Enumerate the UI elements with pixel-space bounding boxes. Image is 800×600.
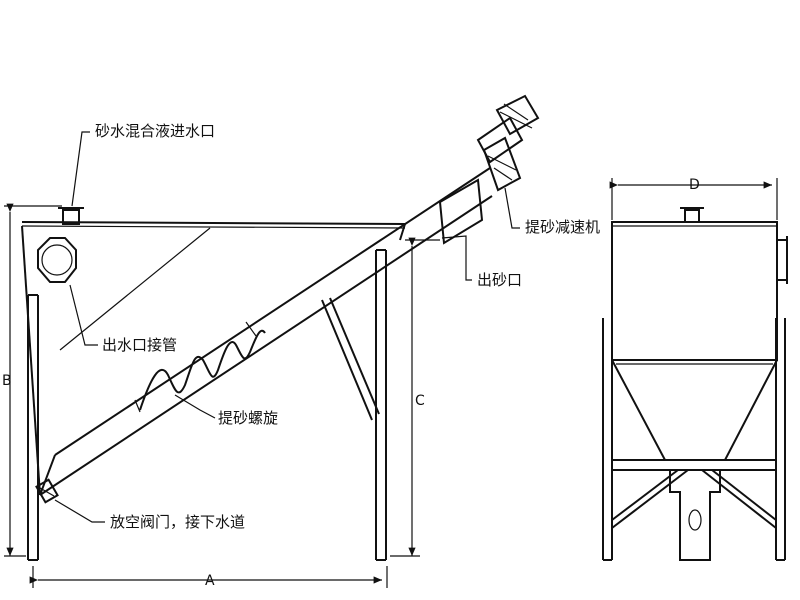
label-sand-outlet: 出砂口 bbox=[477, 271, 522, 289]
tank-top bbox=[21, 221, 406, 225]
label-outlet-pipe: 出水口接管 bbox=[102, 336, 177, 354]
dimension-c bbox=[390, 237, 440, 557]
dim-label-c: C bbox=[415, 393, 425, 409]
dimension-a bbox=[29, 566, 388, 588]
dimension-d bbox=[609, 178, 778, 220]
screw-tube bbox=[39, 167, 493, 496]
label-drain: 放空阀门，接下水道 bbox=[110, 513, 245, 531]
side-view bbox=[21, 94, 540, 561]
reducer-motor bbox=[476, 94, 540, 192]
label-reducer: 提砂减速机 bbox=[525, 218, 600, 236]
leader-lines bbox=[54, 131, 520, 523]
dim-label-a: A bbox=[205, 573, 215, 589]
outlet-pipe bbox=[37, 237, 77, 283]
label-inlet: 砂水混合液进水口 bbox=[95, 122, 215, 140]
right-leg bbox=[321, 249, 387, 561]
dim-label-d: D bbox=[689, 177, 700, 193]
front-view bbox=[602, 207, 788, 561]
screw-spiral bbox=[139, 329, 266, 411]
dimension-b bbox=[4, 203, 62, 557]
sand-outlet-box bbox=[438, 178, 484, 245]
dim-label-b: B bbox=[2, 373, 12, 389]
label-screw: 提砂螺旋 bbox=[218, 409, 278, 427]
inlet-nozzle bbox=[58, 207, 84, 225]
drain-valve bbox=[35, 478, 59, 504]
left-leg bbox=[27, 294, 39, 561]
